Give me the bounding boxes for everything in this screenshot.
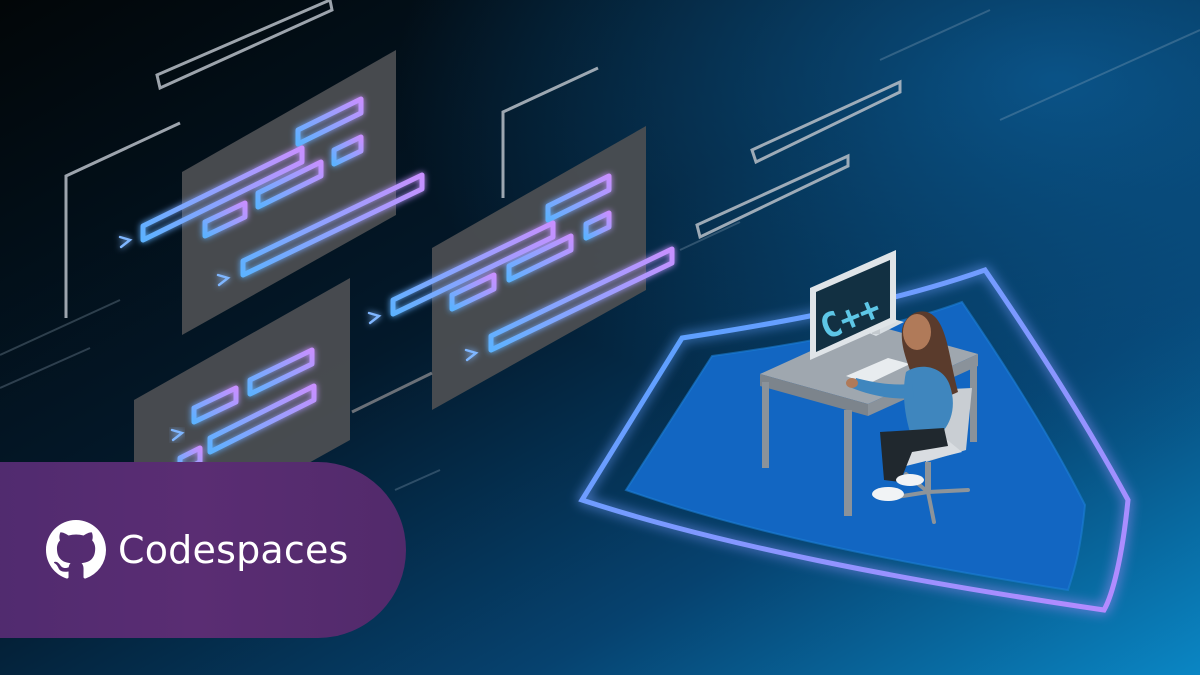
- code-panel: [367, 126, 675, 410]
- keyboard: [846, 358, 910, 384]
- wireframe-frame: [64, 121, 181, 318]
- wireframe-bar: [695, 153, 850, 240]
- wireframe-outlines: [64, 0, 902, 318]
- code-panel: [118, 50, 425, 335]
- prompt-chevron-icon: [216, 273, 231, 287]
- product-badge: Codespaces: [0, 462, 406, 638]
- github-octocat-icon: [46, 520, 106, 579]
- prompt-chevron-icon: [464, 348, 479, 362]
- wireframe-bar: [155, 0, 334, 91]
- prompt-chevron-icon: [170, 428, 185, 442]
- person-developer: [846, 311, 958, 501]
- prompt-chevron-icon: [367, 311, 382, 325]
- speed-lines: [0, 9, 1200, 491]
- panel-connector: [351, 371, 433, 414]
- product-badge-content: Codespaces: [46, 520, 349, 580]
- prompt-chevron-icon: [118, 235, 133, 249]
- wireframe-bar: [750, 79, 902, 165]
- product-name: Codespaces: [118, 528, 349, 572]
- wireframe-frame: [501, 66, 599, 198]
